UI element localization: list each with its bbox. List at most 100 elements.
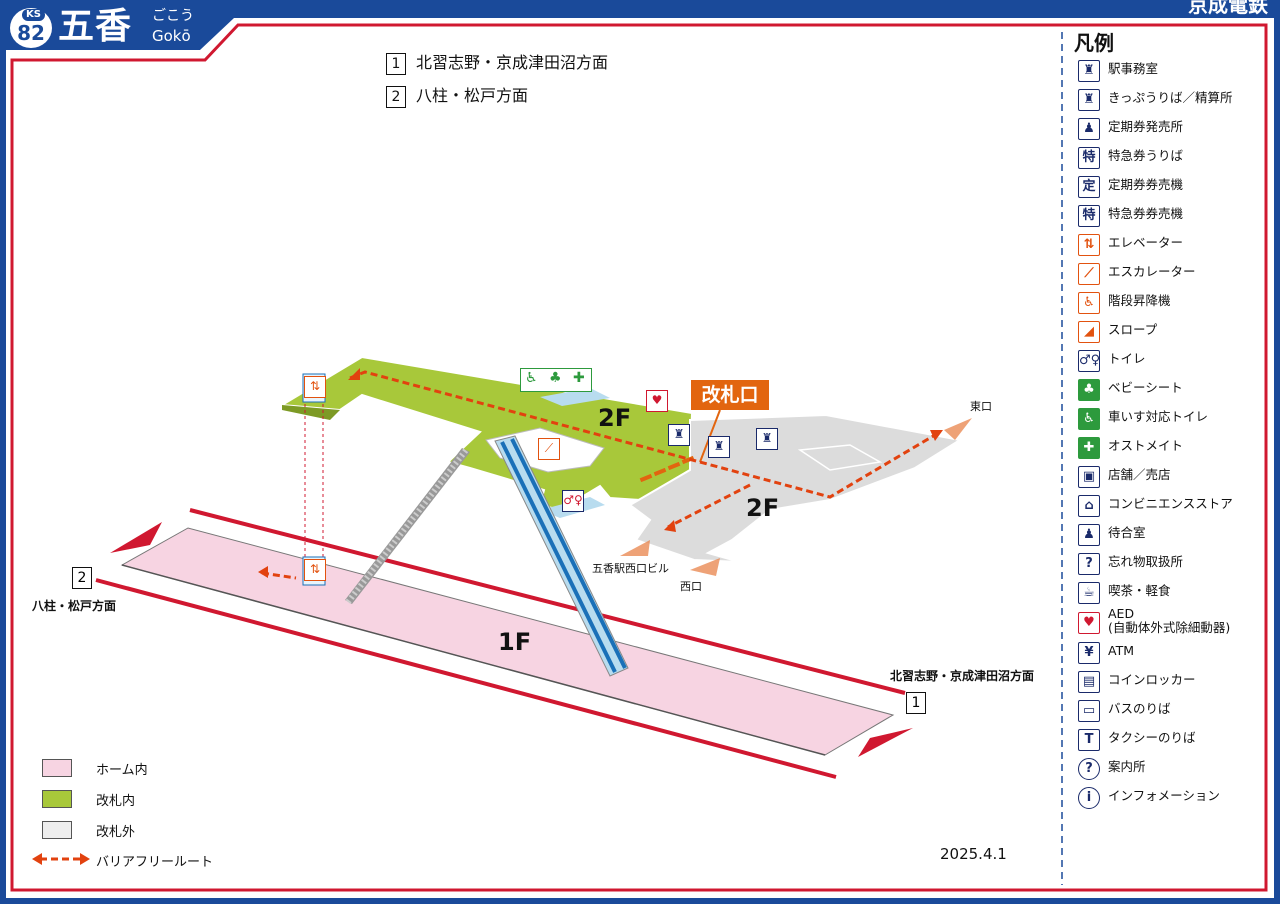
platform-end-2-label: 八柱・松戸方面 xyxy=(32,599,117,613)
legend-item-label: 待合室 xyxy=(1108,525,1146,540)
ticket-office-icon: ♜ xyxy=(708,436,730,458)
ostomate-icon: ✚ xyxy=(1078,437,1100,459)
legend-item: 特特急券うりば xyxy=(1076,145,1266,174)
legend-item-label: ATM xyxy=(1108,643,1135,658)
express-ticket-icon: 特 xyxy=(1078,147,1100,169)
exit-east-label: 東口 xyxy=(970,400,992,413)
convenience-store-icon: ⌂ xyxy=(1078,495,1100,517)
station-number-badge: KS 82 xyxy=(10,8,52,48)
toilet-icon: ♂♀ xyxy=(562,490,584,512)
ticket-gate-label: 改札口 xyxy=(691,380,769,410)
barrier-free-route-key xyxy=(30,850,100,868)
legend-item-label: 案内所 xyxy=(1108,759,1146,774)
legend-item-label: コインロッカー xyxy=(1108,672,1196,687)
exit-building-label: 五香駅西口ビル xyxy=(592,562,669,575)
coin-locker-icon: ▤ xyxy=(1078,671,1100,693)
legend-item: ♜ きっぷうりば／精算所 xyxy=(1076,87,1266,116)
legend-item: ? 案内所 xyxy=(1076,756,1266,785)
lost-property-icon: ? xyxy=(1078,553,1100,575)
revision-date: 2025.4.1 xyxy=(940,845,1007,863)
color-key-label: 改札内 xyxy=(96,794,136,809)
legend-item-label: 特急券うりば xyxy=(1108,148,1184,163)
color-key-label: ホーム内 xyxy=(96,763,148,778)
station-name-romaji: Gokō xyxy=(152,27,191,45)
ostomate-icon: ✚ xyxy=(573,370,585,386)
legend-item: ♿ 車いす対応トイレ xyxy=(1076,406,1266,435)
express-machine-icon: 特 xyxy=(1078,205,1100,227)
operator-logo-text: 京成電鉄 xyxy=(1188,0,1268,17)
legend-item: ⇅エレベーター xyxy=(1076,232,1266,261)
legend-item-label: 車いす対応トイレ xyxy=(1108,409,1209,424)
station-name-kanji: 五香 xyxy=(58,6,133,47)
escalator-icon: ⟋ xyxy=(538,438,560,460)
station-name-kana: ごこう xyxy=(152,8,194,24)
station-number: 82 xyxy=(17,21,45,45)
ticket-office-icon: ♜ xyxy=(1078,89,1100,111)
platform-end-2-number: 2 xyxy=(72,567,92,589)
barrier-free-route-swatch xyxy=(32,853,90,865)
floor-label-2f-outer: 2F xyxy=(746,494,780,522)
legend-item-label: 定期券発売所 xyxy=(1108,119,1184,134)
station-office-icon: ♜ xyxy=(1078,60,1100,82)
direction-1: 1 北習志野・京成津田沼方面 xyxy=(386,52,608,75)
legend-item-label: コンビニエンスストア xyxy=(1108,496,1233,511)
legend-item-label: 店舗／売店 xyxy=(1108,467,1171,482)
legend-item-label: オストメイト xyxy=(1108,438,1184,453)
accessible-toilet-icon: ♿ xyxy=(525,370,538,386)
legend-item-label: 駅事務室 xyxy=(1108,61,1159,76)
legend-item-label: 喫茶・軽食 xyxy=(1108,583,1171,598)
escalator-icon: ⟋ xyxy=(1078,263,1100,285)
elevator-icon: ⇅ xyxy=(304,376,326,398)
color-key-swatch xyxy=(42,759,72,777)
baby-seat-icon: ♣ xyxy=(1078,379,1100,401)
platform-end-1-label: 北習志野・京成津田沼方面 xyxy=(890,669,1035,683)
accessible-toilet-icon: ♿ xyxy=(1078,408,1100,430)
legend-item: 定定期券券売機 xyxy=(1076,174,1266,203)
legend-item: ⟋エスカレーター xyxy=(1076,261,1266,290)
legend-item-label: 階段昇降機 xyxy=(1108,293,1171,308)
elevator-icon: ⇅ xyxy=(1078,234,1100,256)
platform-end-1-number: 1 xyxy=(906,692,926,714)
legend-item: ♥AED (自動体外式除細動器) xyxy=(1076,607,1266,639)
floor-label-1f: 1F xyxy=(498,628,532,656)
legend-item-label: きっぷうりば／精算所 xyxy=(1108,90,1233,105)
legend-item: ♟ 待合室 xyxy=(1076,522,1266,551)
direction-2-label: 八柱・松戸方面 xyxy=(416,86,529,105)
taxi-stand-icon: T xyxy=(1078,729,1100,751)
legend-item-label: トイレ xyxy=(1108,351,1146,366)
direction-1-number: 1 xyxy=(386,52,406,75)
direction-1-label: 北習志野・京成津田沼方面 xyxy=(416,53,609,72)
legend-item-label: ベビーシート xyxy=(1108,380,1183,395)
aed-icon: ♥ xyxy=(646,390,668,412)
legend-item-label: 特急券券売機 xyxy=(1108,206,1184,221)
ticket-office-icon: ♜ xyxy=(668,424,690,446)
legend-item-label: インフォメーション xyxy=(1108,788,1220,803)
line-code: KS xyxy=(22,9,45,21)
pass-machine-icon: 定 xyxy=(1078,176,1100,198)
legend-item: 特特急券券売機 xyxy=(1076,203,1266,232)
legend-item: ?忘れ物取扱所 xyxy=(1076,551,1266,580)
legend-item-label: バスのりば xyxy=(1108,701,1171,716)
slope-icon: ◢ xyxy=(1078,321,1100,343)
legend-title: 凡例 xyxy=(1074,31,1114,55)
waiting-room-icon: ♟ xyxy=(1078,524,1100,546)
pass-office-icon: ♟ xyxy=(1078,118,1100,140)
legend-item: ♿ 階段昇降機 xyxy=(1076,290,1266,319)
stair-lift-icon: ♿ xyxy=(1078,292,1100,314)
color-key-swatch xyxy=(42,821,72,839)
legend-item-label: タクシーのりば xyxy=(1108,730,1196,745)
direction-2-number: 2 xyxy=(386,85,406,108)
legend-item: ⌂ コンビニエンスストア xyxy=(1076,493,1266,522)
legend-item: ▤ コインロッカー xyxy=(1076,669,1266,698)
bus-stop-icon: ▭ xyxy=(1078,700,1100,722)
color-key-label: 改札外 xyxy=(96,825,136,840)
legend-item: ♜ 駅事務室 xyxy=(1076,58,1266,87)
information-question-icon: ? xyxy=(1078,758,1100,780)
legend-item-label: スロープ xyxy=(1108,322,1158,337)
legend-item: ◢ スロープ xyxy=(1076,319,1266,348)
aed-icon: ♥ xyxy=(1078,612,1100,634)
legend-item: ♟ 定期券発売所 xyxy=(1076,116,1266,145)
floor-label-2f-inner: 2F xyxy=(598,404,632,432)
